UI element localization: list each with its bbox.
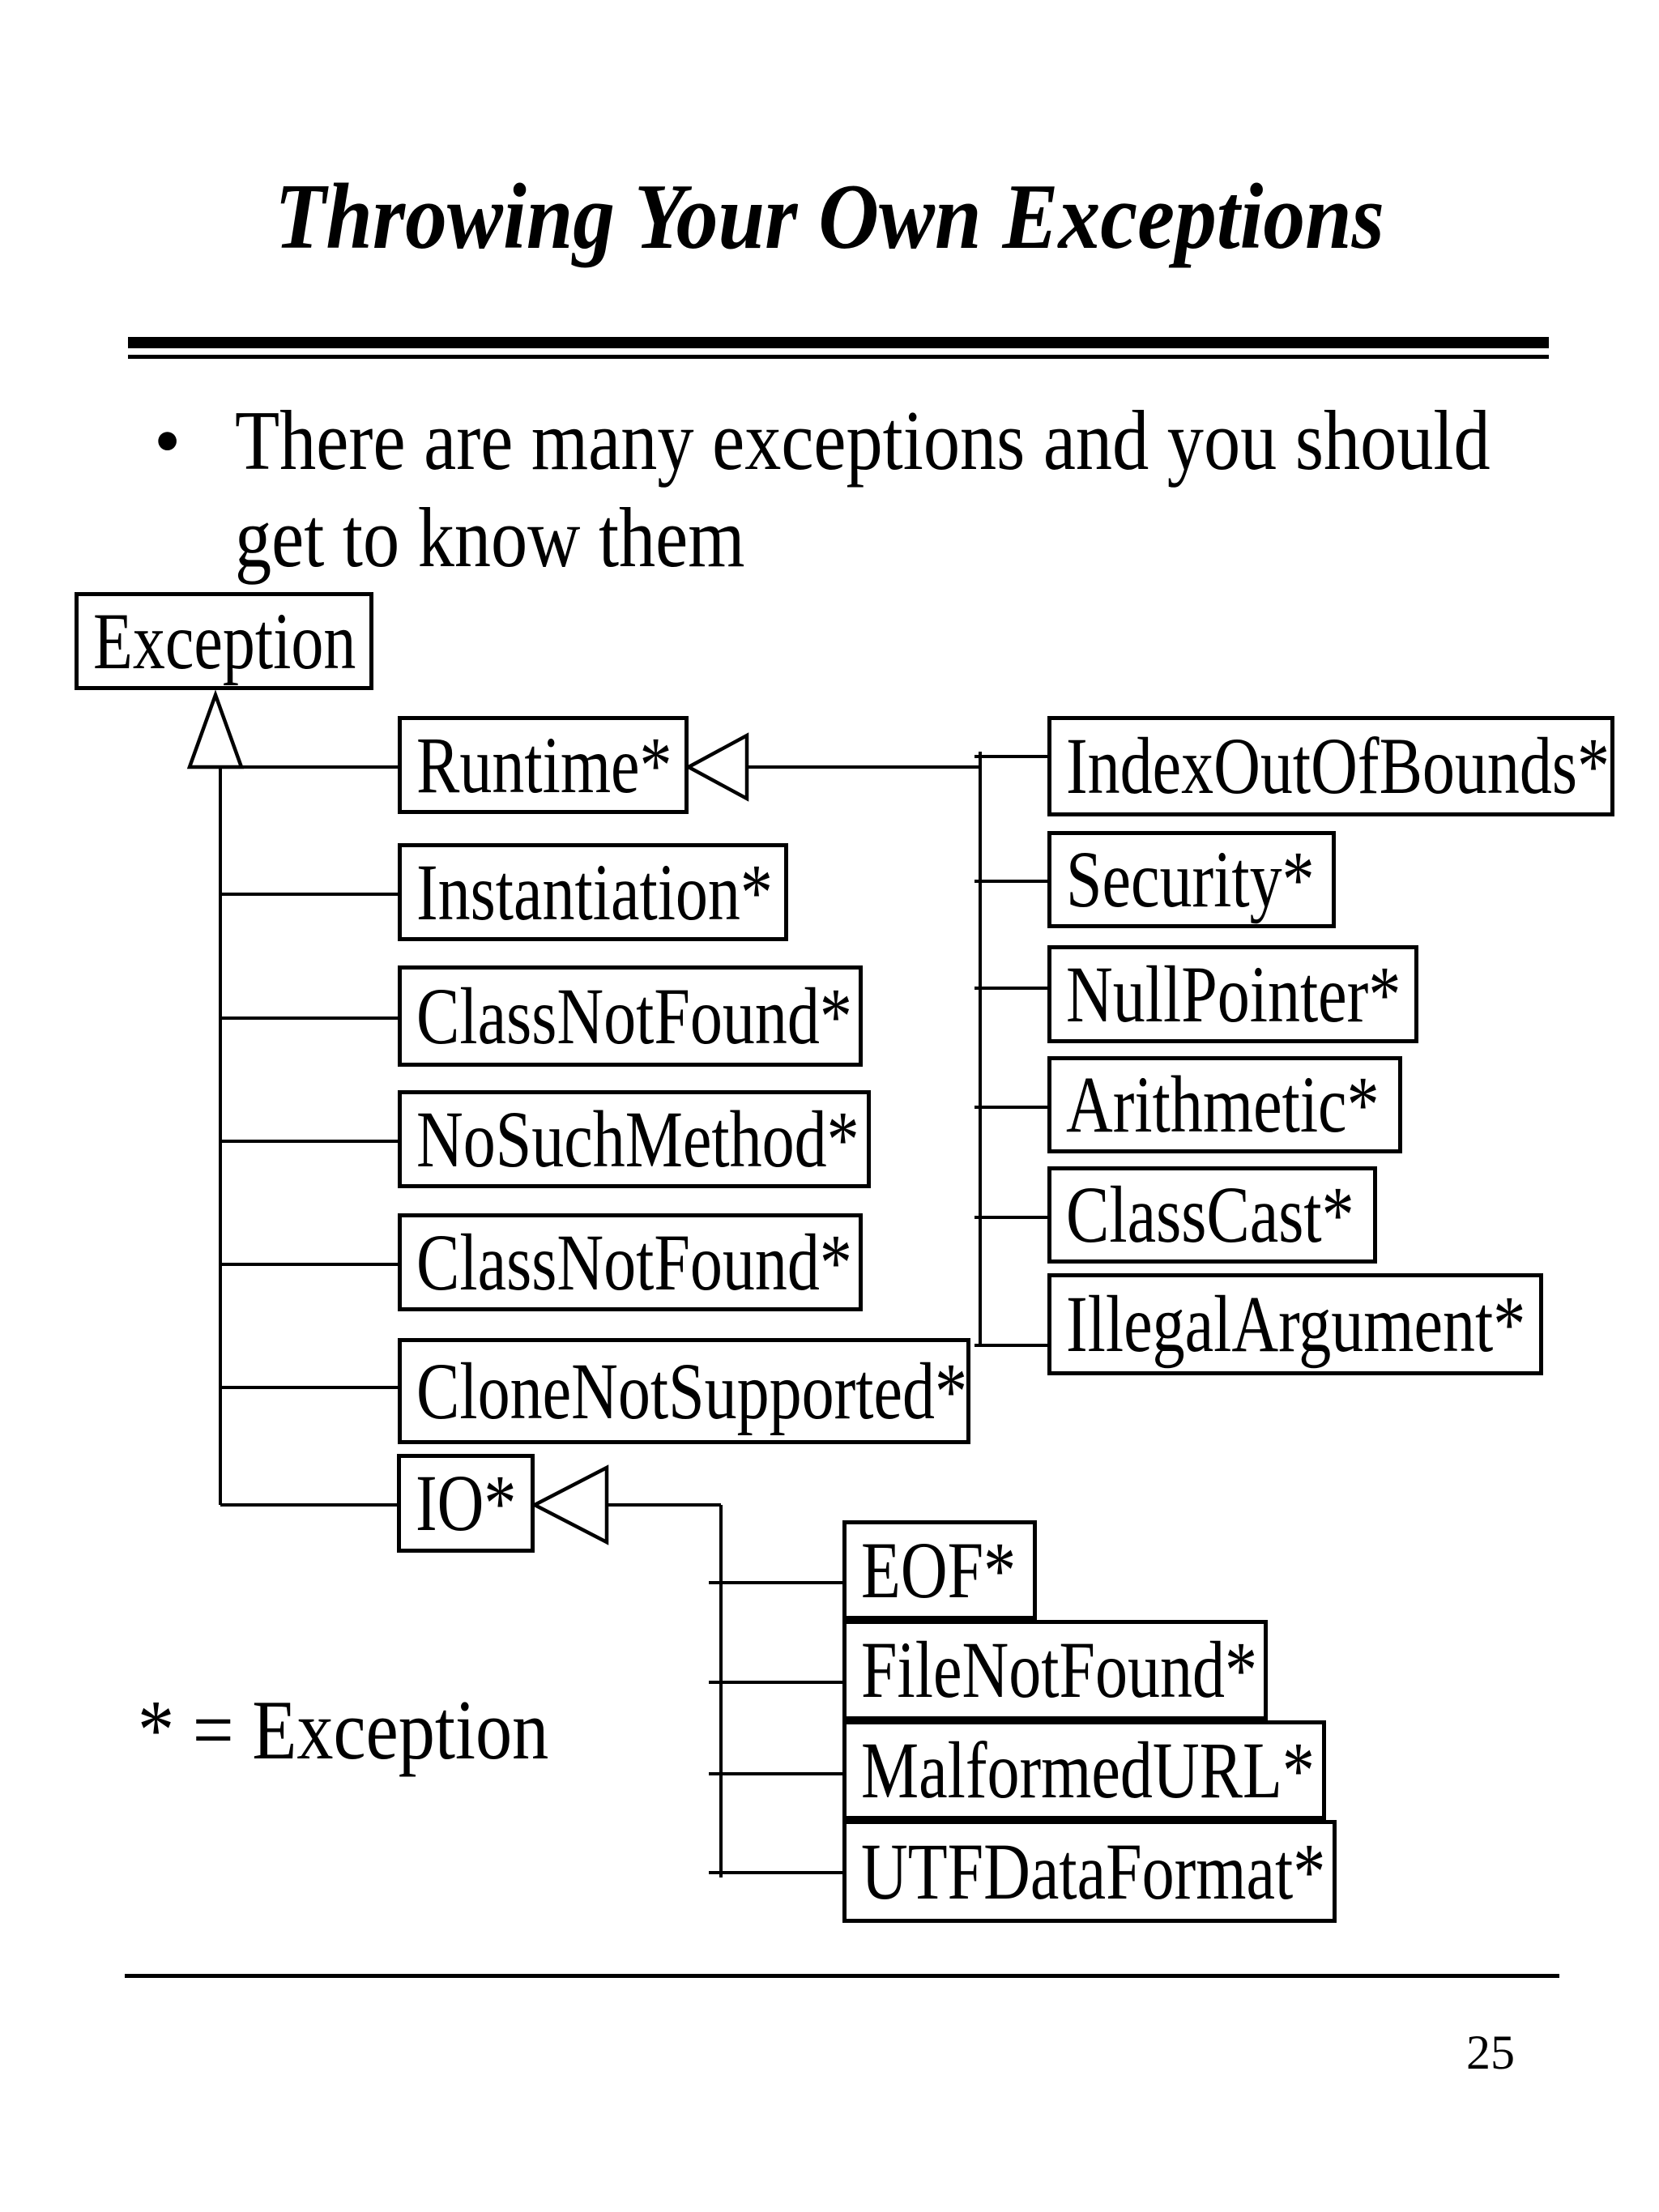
node-illegalargument: IllegalArgument* <box>1047 1273 1543 1375</box>
node-clonenotsupported-label: CloneNotSupported* <box>416 1345 967 1436</box>
node-instantiation-label: Instantiation* <box>416 846 773 937</box>
page-title-text: Throwing Your Own Exceptions <box>275 165 1384 268</box>
node-classnotfound-1-label: ClassNotFound* <box>416 970 852 1061</box>
node-arithmetic: Arithmetic* <box>1047 1056 1402 1153</box>
node-nosuchmethod-label: NoSuchMethod* <box>416 1093 859 1184</box>
node-classcast: ClassCast* <box>1047 1166 1377 1264</box>
node-security-label: Security* <box>1066 834 1315 924</box>
node-instantiation: Instantiation* <box>398 843 788 941</box>
page-number: 25 <box>1466 2026 1515 2079</box>
node-nullpointer: NullPointer* <box>1047 945 1418 1043</box>
node-runtime: Runtime* <box>398 716 689 814</box>
node-security: Security* <box>1047 831 1336 928</box>
node-nullpointer-label: NullPointer* <box>1066 948 1401 1039</box>
node-io-label: IO* <box>416 1458 517 1548</box>
node-indexoutofbounds: IndexOutOfBounds* <box>1047 716 1614 816</box>
node-filenotfound: FileNotFound* <box>842 1620 1268 1720</box>
bullet-line-2: get to know them <box>235 490 745 585</box>
node-exception-label: Exception <box>93 595 356 686</box>
node-runtime-label: Runtime* <box>416 719 672 810</box>
inheritance-arrow-exception-icon <box>186 689 245 769</box>
title-rule-thin <box>128 355 1549 359</box>
node-filenotfound-label: FileNotFound* <box>861 1625 1257 1715</box>
bullet-marker: • <box>154 398 181 484</box>
legend: * = Exception <box>138 1682 549 1777</box>
bullet-line-1: There are many exceptions and you should <box>235 393 1491 488</box>
node-malformedurl-label: MalformedURL* <box>861 1724 1315 1815</box>
node-classcast-label: ClassCast* <box>1066 1170 1354 1259</box>
bullet-text: There are many exceptions and you should… <box>235 392 1559 586</box>
node-classnotfound-2-label: ClassNotFound* <box>416 1217 852 1307</box>
node-utfdataformat-label: UTFDataFormat* <box>861 1826 1326 1916</box>
node-malformedurl: MalformedURL* <box>842 1720 1326 1820</box>
node-eof-label: EOF* <box>861 1524 1017 1615</box>
node-arithmetic-label: Arithmetic* <box>1066 1059 1380 1149</box>
node-eof: EOF* <box>842 1520 1037 1620</box>
node-clonenotsupported: CloneNotSupported* <box>398 1338 970 1444</box>
page-title: Throwing Your Own Exceptions <box>0 165 1659 269</box>
node-indexoutofbounds-label: IndexOutOfBounds* <box>1066 721 1610 811</box>
title-rule-thick <box>128 337 1549 348</box>
node-nosuchmethod: NoSuchMethod* <box>398 1090 871 1188</box>
node-io: IO* <box>397 1454 535 1553</box>
node-classnotfound-1: ClassNotFound* <box>398 965 863 1067</box>
node-illegalargument-label: IllegalArgument* <box>1066 1279 1526 1369</box>
node-exception: Exception <box>75 592 373 690</box>
inheritance-arrow-runtime-icon <box>684 732 749 802</box>
node-classnotfound-2: ClassNotFound* <box>398 1213 863 1311</box>
footer-rule <box>125 1974 1559 1978</box>
inheritance-arrow-io-icon <box>531 1464 609 1545</box>
node-utfdataformat: UTFDataFormat* <box>842 1820 1337 1923</box>
